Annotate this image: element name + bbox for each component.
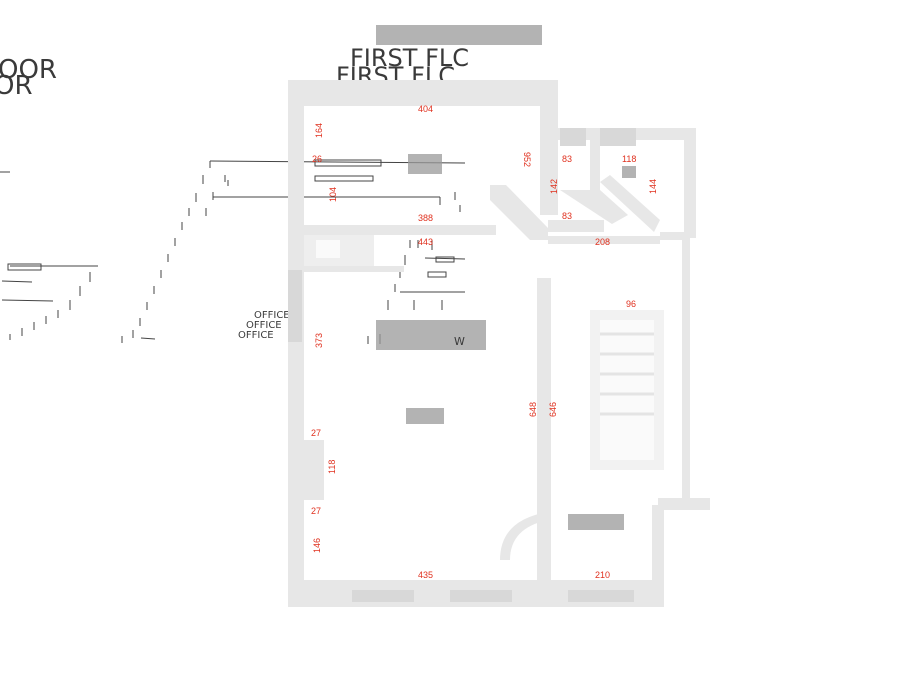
dim-144: 144	[648, 179, 658, 194]
dim-83-bottom: 83	[562, 211, 572, 221]
room-name-blurred-4	[568, 514, 624, 530]
dim-210: 210	[595, 570, 610, 580]
dim-27-top: 27	[311, 428, 321, 438]
dim-146: 146	[312, 538, 322, 553]
wc-label: W	[454, 335, 465, 348]
dim-142: 142	[549, 179, 559, 194]
dim-443: 443	[418, 237, 433, 247]
building-walls	[288, 80, 710, 607]
dim-118-top: 118	[622, 154, 636, 164]
left-title-top: OOR	[0, 55, 57, 85]
dim-373: 373	[314, 333, 324, 348]
perspective-sketch	[0, 159, 466, 344]
dimension-annotations: 404 164 26 104 952 83 118 142 144 83 388…	[311, 104, 658, 580]
dim-952: 952	[522, 152, 532, 167]
dim-404: 404	[418, 104, 433, 114]
room-name-blurred-1	[408, 154, 442, 174]
office-label-mid: OFFICE	[246, 320, 282, 331]
office-label-top: OFFICE	[254, 310, 290, 321]
dim-27-bottom: 27	[311, 506, 321, 516]
dim-435: 435	[418, 570, 433, 580]
dim-648: 648	[528, 402, 538, 417]
dim-104: 104	[328, 187, 338, 202]
left-title-bottom: OR	[0, 71, 33, 101]
dim-646: 646	[548, 402, 558, 417]
dim-118-left: 118	[327, 460, 337, 474]
room-name-blurred-3	[406, 408, 444, 424]
dim-26: 26	[312, 154, 322, 164]
dim-388: 388	[418, 213, 433, 223]
room-name-blurred-5	[622, 166, 636, 178]
dim-96: 96	[626, 299, 636, 309]
dim-208: 208	[595, 237, 610, 247]
header-blurred-block	[376, 25, 542, 45]
dim-164: 164	[314, 123, 324, 138]
center-title-top: FIRST FLC	[350, 44, 469, 72]
dim-83-top: 83	[562, 154, 572, 164]
room-name-blurred-2	[376, 320, 486, 350]
office-label-bottom: OFFICE	[238, 330, 274, 341]
